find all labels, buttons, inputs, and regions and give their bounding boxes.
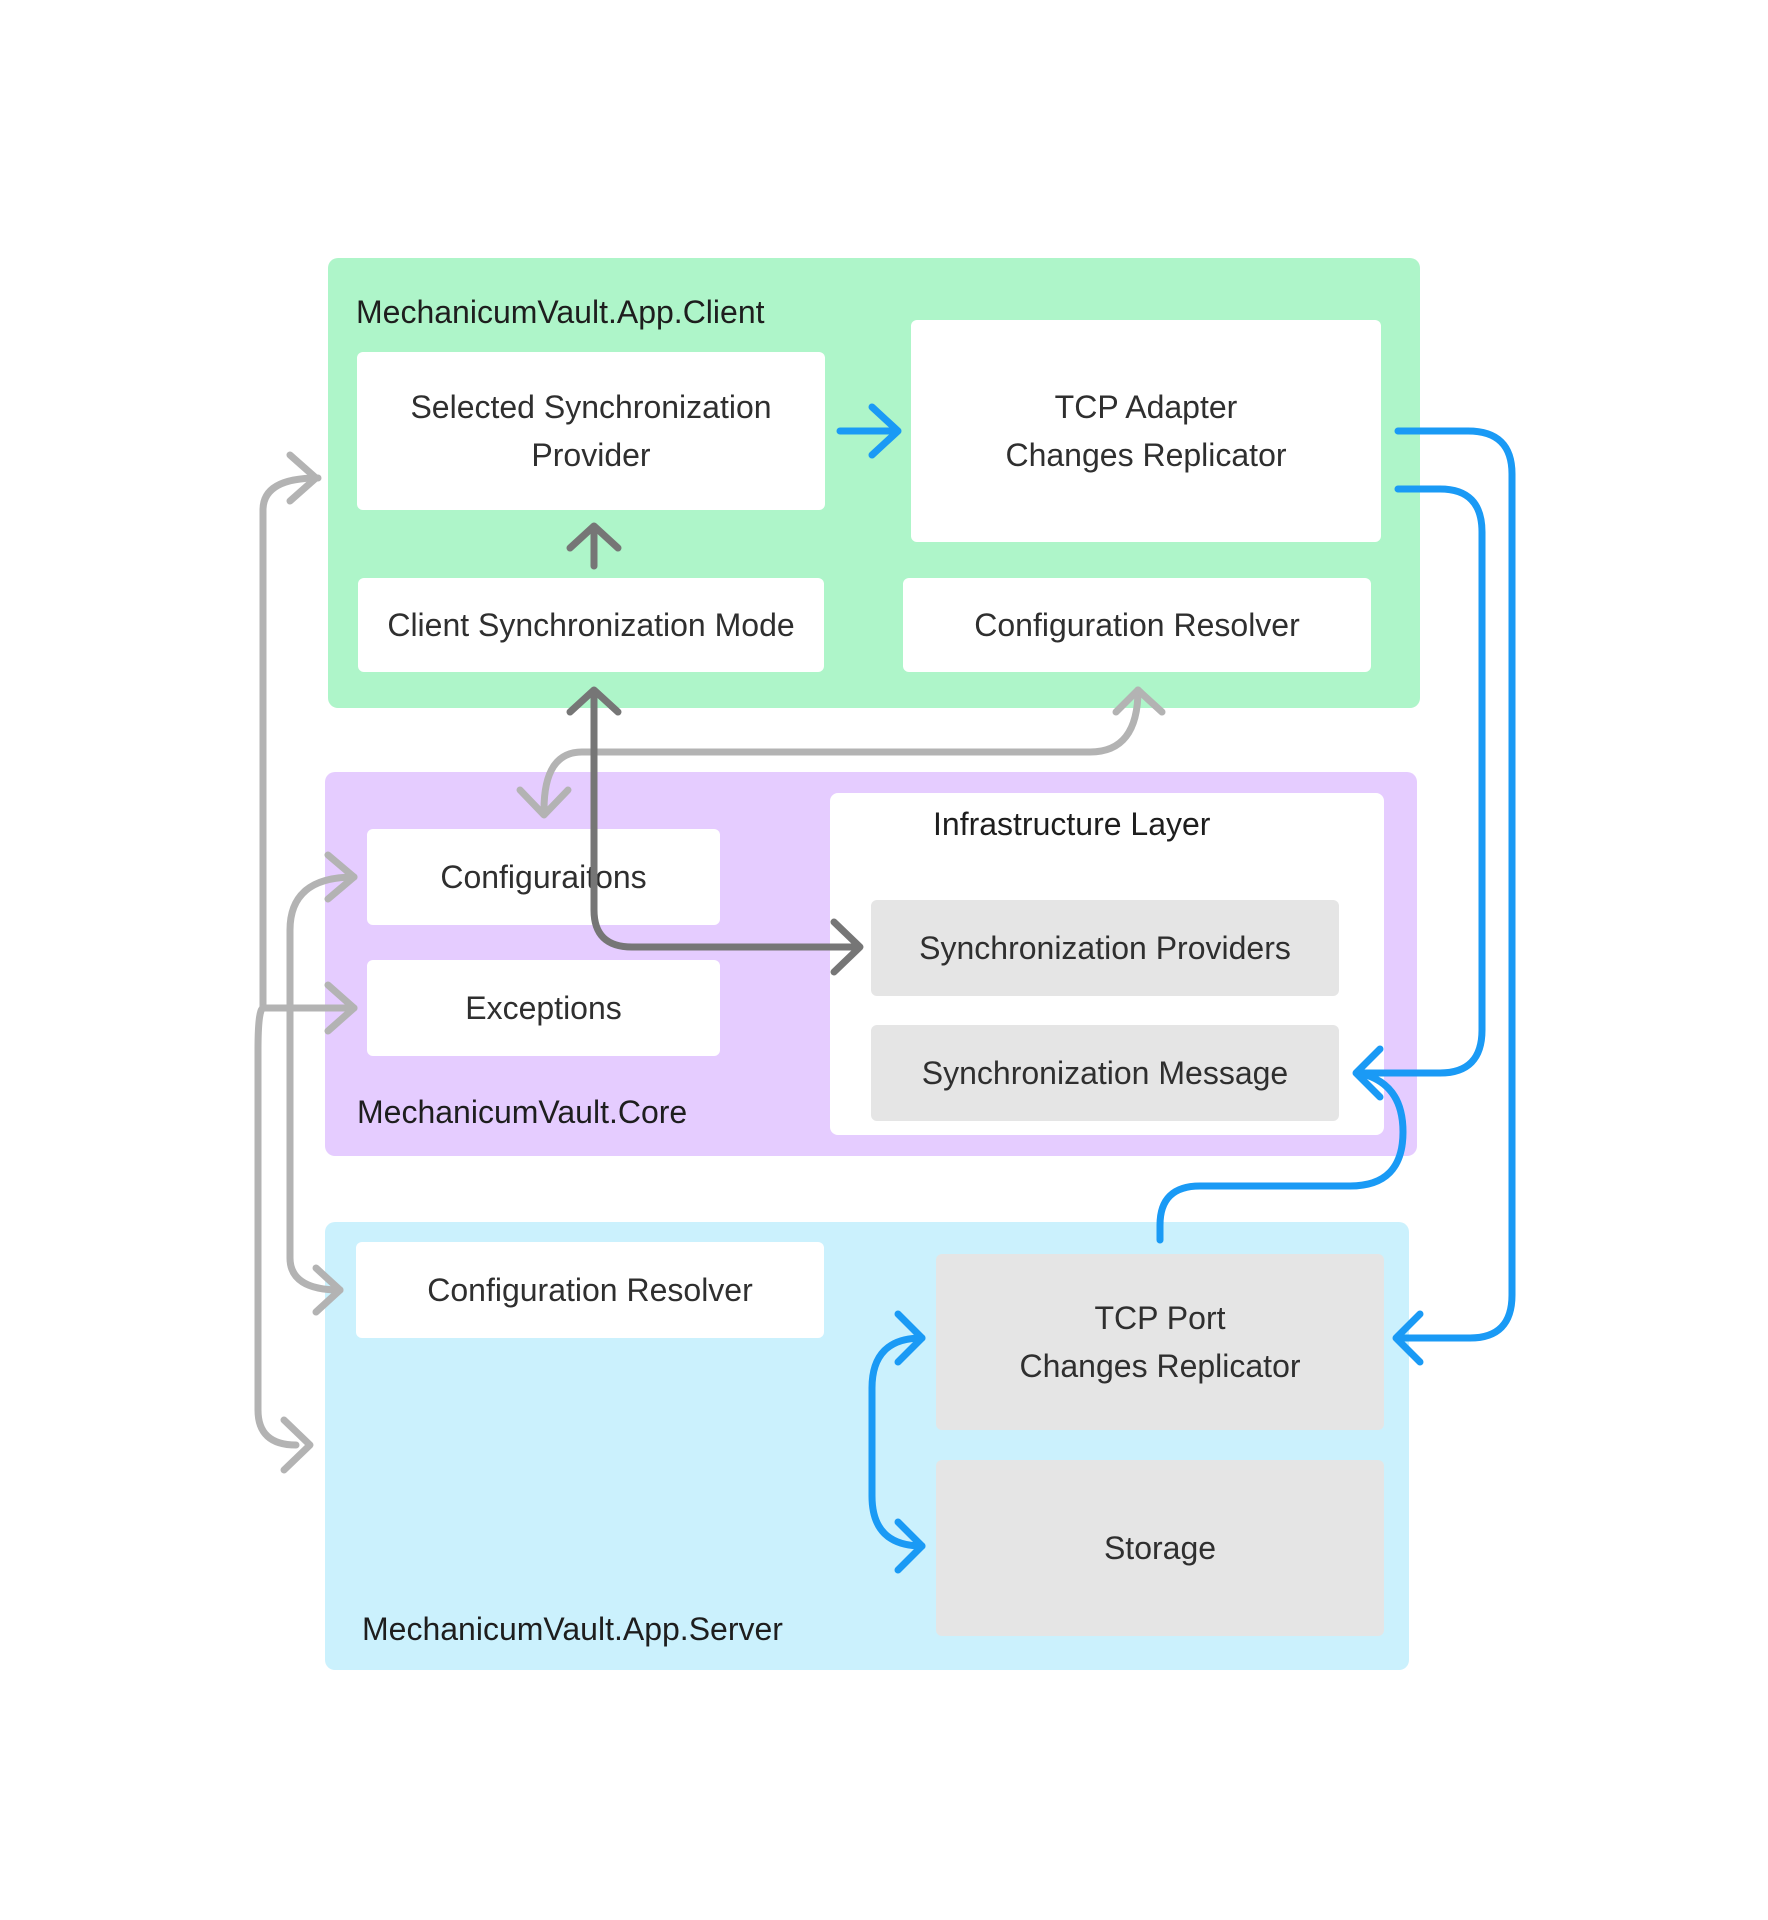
client-synchronization-mode-box: Client Synchronization Mode [358,578,824,672]
gray-connector-left-to-server [254,1004,300,1449]
server-configuration-resolver-box: Configuration Resolver [356,1242,824,1338]
arrowhead-selected-provider-left [286,451,320,505]
storage-box: Storage [936,1460,1384,1636]
tcp-port-changes-replicator-box: TCP Port Changes Replicator [936,1254,1384,1430]
server-group-label: MechanicumVault.App.Server [362,1611,783,1647]
selected-synchronization-provider-box: Selected Synchronization Provider [357,352,825,510]
infrastructure-layer-title: Infrastructure Layer [933,806,1211,842]
tcp-adapter-changes-replicator-box: TCP Adapter Changes Replicator [911,320,1381,542]
arrowhead-server-left [280,1416,314,1474]
client-group-label: MechanicumVault.App.Client [356,294,765,330]
core-group-label: MechanicumVault.Core [357,1094,688,1130]
exceptions-box: Exceptions [367,960,720,1056]
synchronization-message-box: Synchronization Message [871,1025,1339,1121]
configurations-box: Configuraitons [367,829,720,925]
gray-connector-left-upper [259,474,322,1012]
synchronization-providers-box: Synchronization Providers [871,900,1339,996]
client-configuration-resolver-box: Configuration Resolver [903,578,1371,672]
